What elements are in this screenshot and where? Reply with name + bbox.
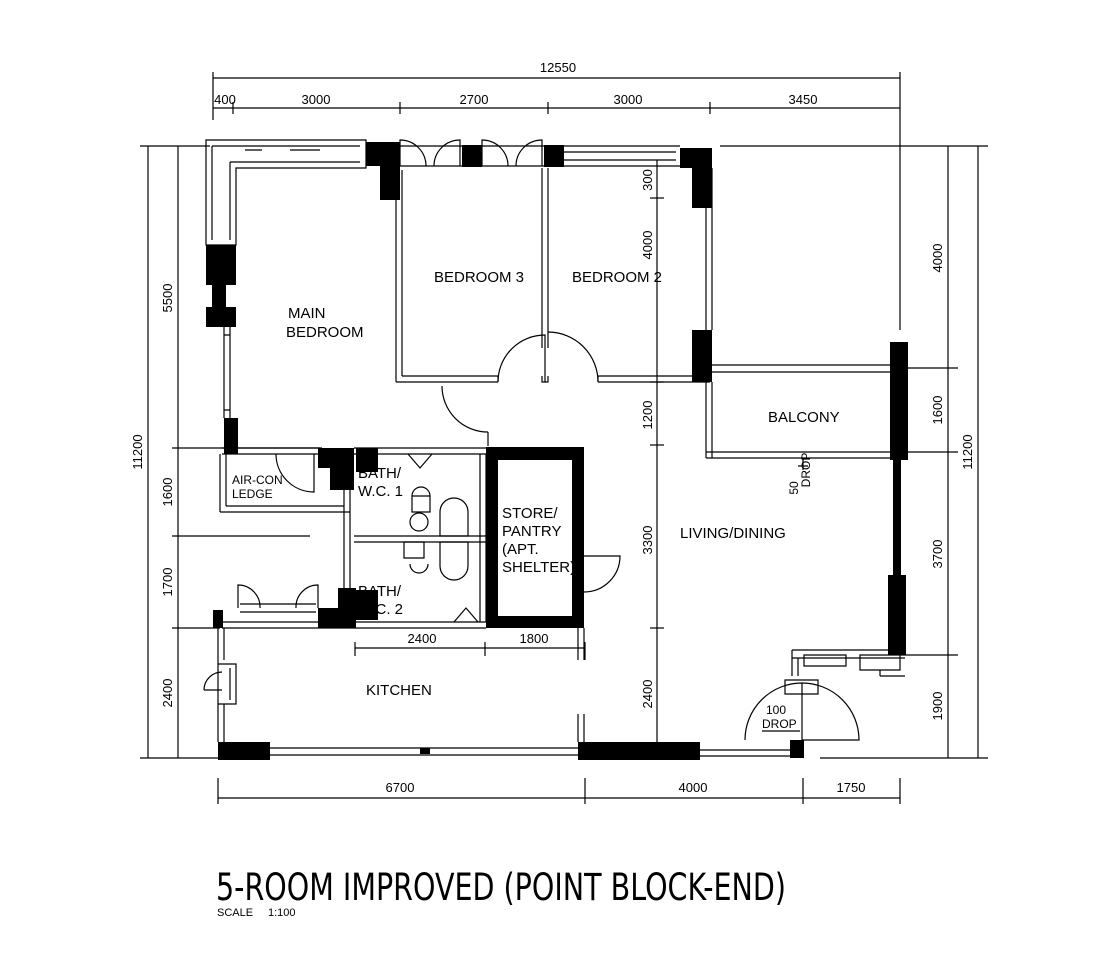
label-store-1: STORE/ xyxy=(502,505,558,522)
dim-top-1: 400 xyxy=(214,92,236,107)
label-bath1-1: BATH/ xyxy=(358,465,402,482)
label-bath1-2: W.C. 1 xyxy=(358,483,403,500)
dim-inner-2: 1800 xyxy=(520,631,549,646)
dim-top-2: 3000 xyxy=(302,92,331,107)
label-balcony: BALCONY xyxy=(768,409,840,426)
scale-value: 1:100 xyxy=(268,907,296,919)
label-bedroom-2: BEDROOM 2 xyxy=(572,269,662,286)
dim-top-total: 12550 xyxy=(540,60,576,75)
dim-right-total: 11200 xyxy=(960,434,975,469)
label-kitchen: KITCHEN xyxy=(366,682,432,699)
label-balcony-drop-1: 50 xyxy=(787,481,801,495)
dim-right-4: 1900 xyxy=(930,692,945,721)
label-bath2-2: W.C. 2 xyxy=(358,601,403,618)
dim-interior-4: 3300 xyxy=(640,526,655,555)
label-aircon-2: LEDGE xyxy=(232,487,273,501)
dim-bottom-1: 6700 xyxy=(386,780,415,795)
walls xyxy=(205,139,908,760)
dim-inner-1: 2400 xyxy=(408,631,437,646)
room-labels: MAIN BEDROOM BEDROOM 3 BEDROOM 2 BALCONY… xyxy=(232,269,840,732)
label-store-4: SHELTER) xyxy=(502,559,575,576)
label-balcony-drop-2: DROP xyxy=(799,453,813,488)
label-store-2: PANTRY xyxy=(502,523,561,540)
label-bath2-1: BATH/ xyxy=(358,583,402,600)
dim-top-4: 3000 xyxy=(614,92,643,107)
label-aircon-1: AIR-CON xyxy=(232,473,283,487)
dim-left-4: 2400 xyxy=(160,679,175,708)
label-living-dining: LIVING/DINING xyxy=(680,525,786,542)
dim-bottom-3: 1750 xyxy=(837,780,866,795)
label-entry-drop-2: DROP xyxy=(762,717,797,731)
dim-top-3: 2700 xyxy=(460,92,489,107)
dim-right-2: 1600 xyxy=(930,396,945,425)
dim-right-1: 4000 xyxy=(930,244,945,273)
dim-right-3: 3700 xyxy=(930,540,945,569)
label-entry-drop-1: 100 xyxy=(766,703,786,717)
label-bedroom-3: BEDROOM 3 xyxy=(434,269,524,286)
label-main-bedroom-1: MAIN xyxy=(288,305,326,322)
dim-bottom-2: 4000 xyxy=(679,780,708,795)
bottom-dimension-lines xyxy=(217,642,901,804)
dim-left-1: 5500 xyxy=(160,284,175,313)
dim-interior-2: 4000 xyxy=(640,231,655,260)
dim-top-5: 3450 xyxy=(789,92,818,107)
label-main-bedroom-2: BEDROOM xyxy=(286,324,364,341)
right-dimension-lines xyxy=(720,145,988,759)
doors xyxy=(203,139,860,741)
top-dimension-lines xyxy=(212,72,901,330)
plan-title: 5-ROOM IMPROVED (POINT BLOCK-END) xyxy=(216,866,786,909)
dim-left-3: 1700 xyxy=(160,568,175,597)
dim-interior-1: 300 xyxy=(640,169,655,191)
scale-label: SCALE xyxy=(217,907,253,919)
dim-interior-5: 2400 xyxy=(640,680,655,709)
dim-left-2: 1600 xyxy=(160,478,175,507)
sanitary-fixtures xyxy=(403,486,469,581)
label-store-3: (APT. xyxy=(502,541,539,558)
dim-left-total: 11200 xyxy=(130,434,145,469)
dim-interior-3: 1200 xyxy=(640,401,655,430)
